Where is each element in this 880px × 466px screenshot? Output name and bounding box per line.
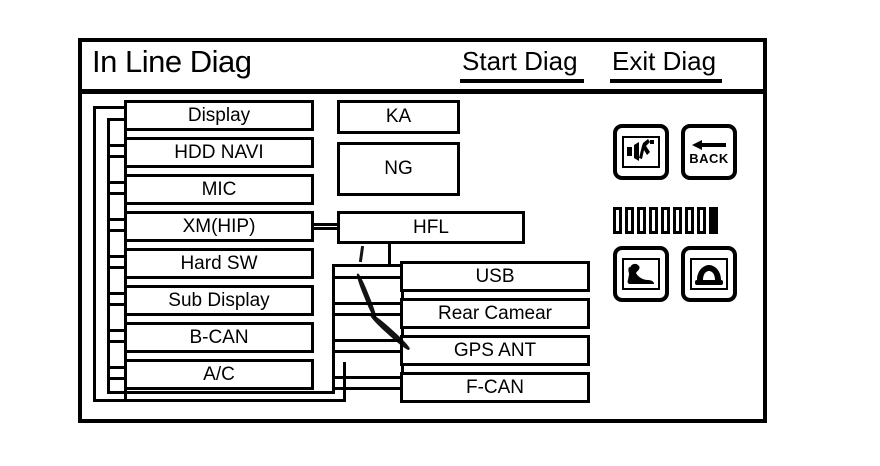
- title-bar: In Line Diag Start Diag Exit Diag: [82, 42, 763, 94]
- left-stub-1: [93, 106, 127, 109]
- info-key-button[interactable]: [613, 124, 669, 180]
- left-stub-13: [107, 329, 127, 332]
- diag-item-label: Hard SW: [180, 252, 258, 274]
- diag-item-hdd-navi[interactable]: HDD NAVI: [124, 137, 314, 168]
- left-stub-5: [107, 181, 127, 184]
- diag-item-hard-sw[interactable]: Hard SW: [124, 248, 314, 279]
- diag-item-usb[interactable]: USB: [400, 261, 590, 292]
- back-key-content: BACK: [689, 136, 729, 168]
- diag-item-label: F-CAN: [465, 376, 525, 398]
- meter-segment: [649, 207, 658, 234]
- right-stub-6: [332, 376, 404, 379]
- diag-item-f-can[interactable]: F-CAN: [400, 372, 590, 403]
- diag-item-label: GPS ANT: [453, 339, 537, 361]
- right-stub-7: [332, 387, 404, 390]
- diag-item-hfl[interactable]: HFL: [337, 211, 525, 244]
- left-bus-outer-rail: [93, 106, 96, 402]
- diag-item-rear-camear[interactable]: Rear Camear: [400, 298, 590, 329]
- meter-segment: [661, 207, 670, 234]
- diag-item-label: Rear Camear: [437, 302, 553, 324]
- left-stub-riser-1: [124, 118, 127, 146]
- meter-segment: [625, 207, 634, 234]
- call-end-key-button[interactable]: [681, 246, 737, 302]
- diag-item-label: B-CAN: [189, 326, 249, 348]
- meter-segment: [685, 207, 694, 234]
- left-stub-7: [107, 218, 127, 221]
- diag-item-label: Sub Display: [168, 289, 270, 311]
- left-stub-8: [107, 229, 127, 232]
- diag-item-label: HDD NAVI: [174, 141, 264, 163]
- call-answer-key-button[interactable]: [613, 246, 669, 302]
- meter-segment: [613, 207, 622, 234]
- left-stub-4: [107, 155, 127, 158]
- status-box-ka[interactable]: KA: [337, 100, 460, 134]
- scan-artifact-1: [358, 245, 365, 263]
- right-stub-1: [332, 276, 404, 279]
- diag-item-label: A/C: [203, 363, 235, 385]
- diag-item-gps-ant[interactable]: GPS ANT: [400, 335, 590, 366]
- back-key-button[interactable]: BACK: [681, 124, 737, 180]
- meter-segment: [637, 207, 646, 234]
- right-stub-5: [332, 350, 404, 353]
- diag-item-label: XM(HIP): [182, 215, 256, 237]
- left-stub-riser-2: [124, 155, 127, 183]
- back-key-label: BACK: [689, 151, 729, 166]
- right-bus-rail: [332, 264, 335, 394]
- left-stub-11: [107, 292, 127, 295]
- left-stub-2: [107, 118, 127, 121]
- arrow-left-icon: [692, 140, 726, 150]
- diag-item-sub-display[interactable]: Sub Display: [124, 285, 314, 316]
- right-stub-4: [332, 339, 404, 342]
- diag-item-b-can[interactable]: B-CAN: [124, 322, 314, 353]
- left-stub-16: [107, 377, 127, 380]
- hfl-drop-riser: [388, 244, 391, 266]
- diag-item-xm-hip[interactable]: XM(HIP): [124, 211, 314, 242]
- diag-item-mic[interactable]: MIC: [124, 174, 314, 205]
- speaker-person-icon: [622, 136, 660, 168]
- left-bus-inner-bottom: [107, 391, 332, 394]
- diagram-body: Display HDD NAVI MIC XM(HIP) Hard SW Sub…: [82, 94, 763, 419]
- status-box-label: KA: [385, 106, 412, 127]
- exit-diag-button[interactable]: Exit Diag: [610, 46, 723, 83]
- right-stub-3: [332, 313, 404, 316]
- left-stub-riser-7: [124, 340, 127, 368]
- left-stub-3: [107, 144, 127, 147]
- left-stub-riser-5: [124, 266, 127, 294]
- left-stub-riser-4: [124, 229, 127, 257]
- left-stub-12: [107, 303, 127, 306]
- meter-segment-filled: [709, 207, 718, 234]
- xm-to-hfl-link: [314, 223, 339, 230]
- status-box-label: NG: [384, 158, 413, 179]
- left-stub-6: [107, 192, 127, 195]
- diag-item-label: Display: [187, 104, 251, 126]
- left-stub-10: [107, 266, 127, 269]
- start-diag-button[interactable]: Start Diag: [460, 46, 584, 83]
- device-screen-frame: In Line Diag Start Diag Exit Diag: [78, 38, 767, 423]
- page-title: In Line Diag: [92, 44, 252, 79]
- hfl-drop-to-right-bus: [332, 264, 402, 267]
- signal-meter: [613, 207, 718, 234]
- phone-offhook-icon: [622, 258, 660, 290]
- diag-item-label: MIC: [201, 178, 237, 200]
- diag-item-label: HFL: [413, 216, 449, 238]
- left-stub-riser-6: [124, 303, 127, 331]
- left-bus-outer-bottom: [93, 399, 346, 402]
- left-stub-riser-3: [124, 192, 127, 220]
- meter-segment: [697, 207, 706, 234]
- left-bus-outer-return: [343, 362, 346, 402]
- meter-segment: [673, 207, 682, 234]
- status-box-ng[interactable]: NG: [337, 142, 460, 196]
- left-stub-9: [107, 255, 127, 258]
- left-stub-14: [107, 340, 127, 343]
- diag-item-label: USB: [475, 265, 515, 287]
- diag-item-ac[interactable]: A/C: [124, 359, 314, 390]
- left-stub-15: [107, 366, 127, 369]
- diag-item-display[interactable]: Display: [124, 100, 314, 131]
- phone-onhook-icon: [690, 258, 728, 290]
